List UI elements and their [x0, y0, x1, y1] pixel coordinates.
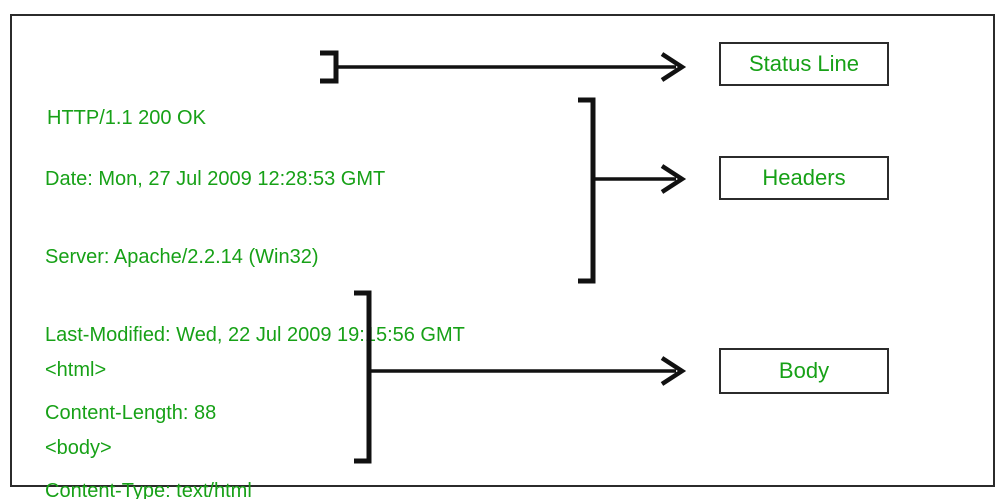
- diagram-frame: [10, 14, 995, 487]
- status-line-row: HTTP/1.1 200 OK: [47, 107, 206, 129]
- header-row-server: Server: Apache/2.2.14 (Win32): [45, 246, 319, 268]
- body-label: Body: [778, 358, 830, 383]
- header-row-last-modified: Last-Modified: Wed, 22 Jul 2009 19:15:56…: [45, 324, 465, 346]
- header-row-content-type: Content-Type: text/html: [45, 480, 252, 499]
- body-text-block: <html> <body> <h1>Hello, World!</h1> </b…: [45, 305, 256, 499]
- status-line-label-box[interactable]: Status Line: [719, 42, 889, 86]
- headers-text-block: Date: Mon, 27 Jul 2009 12:28:53 GMT Serv…: [45, 114, 465, 499]
- body-row-html-open: <html>: [45, 359, 107, 381]
- body-row-body-open: <body>: [45, 437, 112, 459]
- status-line-text-block: HTTP/1.1 200 OK: [47, 53, 206, 183]
- headers-label-box[interactable]: Headers: [719, 156, 889, 200]
- headers-label: Headers: [762, 165, 846, 190]
- status-line-label: Status Line: [748, 51, 860, 76]
- header-row-content-length: Content-Length: 88: [45, 402, 217, 424]
- header-row-date: Date: Mon, 27 Jul 2009 12:28:53 GMT: [45, 168, 386, 190]
- body-label-box[interactable]: Body: [719, 348, 889, 394]
